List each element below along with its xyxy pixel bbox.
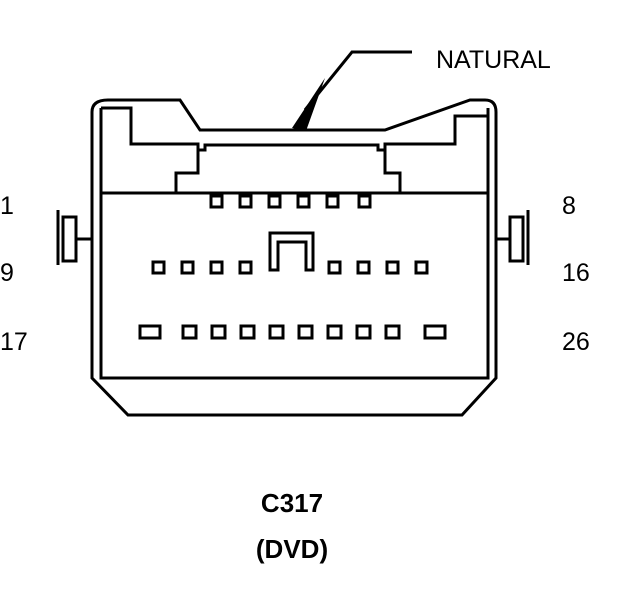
pin-cavity bbox=[180, 260, 195, 275]
caption: C317 (DVD) bbox=[256, 488, 328, 564]
connector-body bbox=[56, 98, 530, 417]
outer-shell bbox=[90, 98, 498, 417]
pin-cavity bbox=[296, 194, 311, 209]
pin-cavity bbox=[325, 194, 340, 209]
pin-label-row3-start: 17 bbox=[0, 328, 28, 356]
pin-cavity bbox=[355, 324, 372, 340]
polarization-key bbox=[268, 231, 315, 272]
pin-cavity bbox=[209, 260, 224, 275]
pin-cavity bbox=[239, 324, 256, 340]
pin-cavity bbox=[238, 260, 253, 275]
pin-cavity bbox=[384, 324, 401, 340]
pin-cavity bbox=[138, 324, 162, 340]
pin-cavity bbox=[151, 260, 166, 275]
right-step bbox=[383, 150, 402, 193]
pin-cavity bbox=[357, 194, 372, 209]
left-latch bbox=[61, 215, 78, 263]
pin-cavity bbox=[297, 324, 314, 340]
pin-row-3 bbox=[138, 324, 447, 340]
pin-cavity bbox=[385, 260, 400, 275]
callout-arrow bbox=[292, 78, 325, 131]
pin-label-row1-start: 1 bbox=[0, 192, 14, 220]
pin-cavity bbox=[268, 324, 285, 340]
right-latch bbox=[508, 215, 525, 263]
pin-labels: 1 8 9 16 17 26 bbox=[0, 192, 590, 356]
color-label: NATURAL bbox=[436, 46, 551, 74]
pin-label-row2-end: 16 bbox=[562, 259, 590, 287]
inner-wall bbox=[99, 108, 490, 380]
pin-label-row3-end: 26 bbox=[562, 328, 590, 356]
pin-cavity bbox=[327, 260, 342, 275]
callout-line bbox=[303, 50, 412, 111]
pin-cavity bbox=[181, 324, 198, 340]
pin-cavity bbox=[326, 324, 343, 340]
pin-row-1 bbox=[209, 194, 372, 209]
pin-cavity bbox=[423, 324, 447, 340]
pin-cavity bbox=[209, 194, 224, 209]
pin-label-row2-start: 9 bbox=[0, 259, 14, 287]
pin-cavity bbox=[210, 324, 227, 340]
pin-row-2 bbox=[151, 260, 429, 275]
pin-cavity bbox=[414, 260, 429, 275]
pin-cavity bbox=[356, 260, 371, 275]
left-step bbox=[174, 150, 200, 193]
pin-label-row1-end: 8 bbox=[562, 192, 576, 220]
connector-description: (DVD) bbox=[256, 534, 328, 564]
top-key-profile bbox=[101, 106, 488, 152]
pin-cavity bbox=[267, 194, 282, 209]
connector-id: C317 bbox=[261, 488, 323, 518]
pin-cavity bbox=[238, 194, 253, 209]
callout: NATURAL bbox=[292, 46, 551, 131]
